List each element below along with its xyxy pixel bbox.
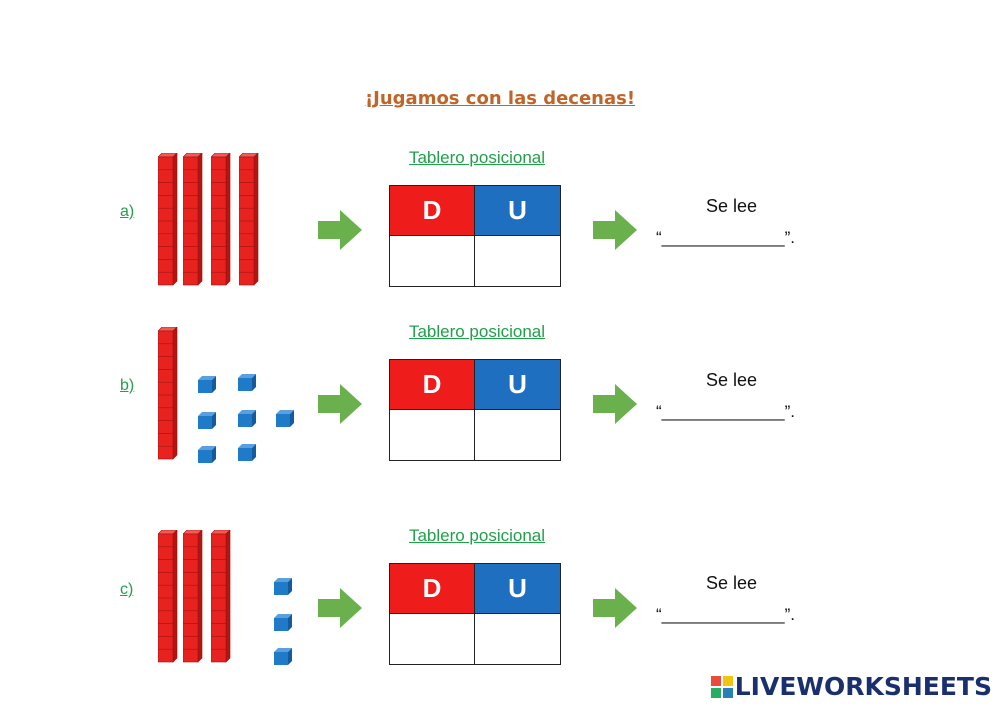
board-title-b: Tablero posicional xyxy=(408,322,546,341)
arrow-right-icon xyxy=(593,384,637,424)
ten-rod-icon xyxy=(183,153,203,286)
ten-rod-icon xyxy=(158,327,178,460)
reading-label-b: Se lee xyxy=(706,370,758,390)
tens-header: D xyxy=(390,564,475,614)
reading-blank-a[interactable]: “_____________”. xyxy=(656,228,795,247)
row-label-a: a) xyxy=(120,203,135,220)
units-answer-cell[interactable] xyxy=(475,236,560,286)
arrow-right-icon xyxy=(593,210,637,250)
place-value-board-a: D U xyxy=(389,185,561,287)
unit-cube-icon xyxy=(238,410,256,427)
tens-header: D xyxy=(390,186,475,236)
board-title-c: Tablero posicional xyxy=(408,526,546,545)
ten-rod-icon xyxy=(183,530,203,663)
worksheet-title: ¡Jugamos con las decenas! xyxy=(364,88,636,109)
row-label-b: b) xyxy=(120,377,135,394)
brand-name: LIVEWORKSHEETS xyxy=(734,672,992,701)
units-header: U xyxy=(475,360,560,410)
row-label-c: c) xyxy=(120,581,134,598)
unit-cube-icon xyxy=(276,410,294,427)
units-header: U xyxy=(475,186,560,236)
place-value-board-c: D U xyxy=(389,563,561,665)
unit-cube-icon xyxy=(198,446,216,463)
units-answer-cell[interactable] xyxy=(475,410,560,460)
unit-cube-icon xyxy=(274,648,292,665)
arrow-right-icon xyxy=(318,210,362,250)
ten-rod-icon xyxy=(158,530,178,663)
unit-cube-icon xyxy=(198,376,216,393)
ten-rod-icon xyxy=(211,530,231,663)
tens-answer-cell[interactable] xyxy=(390,614,475,664)
reading-label-c: Se lee xyxy=(706,573,758,593)
place-value-board-b: D U xyxy=(389,359,561,461)
unit-cube-icon xyxy=(238,374,256,391)
tens-answer-cell[interactable] xyxy=(390,410,475,460)
unit-cube-icon xyxy=(274,578,292,595)
arrow-right-icon xyxy=(318,588,362,628)
tens-answer-cell[interactable] xyxy=(390,236,475,286)
ten-rod-icon xyxy=(239,153,259,286)
ten-rod-icon xyxy=(158,153,178,286)
tens-header: D xyxy=(390,360,475,410)
reading-blank-b[interactable]: “_____________”. xyxy=(656,402,795,421)
unit-cube-icon xyxy=(274,614,292,631)
ten-rod-icon xyxy=(211,153,231,286)
unit-cube-icon xyxy=(238,444,256,461)
units-header: U xyxy=(475,564,560,614)
footer-brand: LIVEWORKSHEETS xyxy=(710,672,992,701)
liveworksheets-logo-icon xyxy=(710,675,733,698)
units-answer-cell[interactable] xyxy=(475,614,560,664)
arrow-right-icon xyxy=(318,384,362,424)
arrow-right-icon xyxy=(593,588,637,628)
reading-label-a: Se lee xyxy=(706,196,758,216)
reading-blank-c[interactable]: “_____________”. xyxy=(656,605,795,624)
unit-cube-icon xyxy=(198,412,216,429)
board-title-a: Tablero posicional xyxy=(408,148,546,167)
